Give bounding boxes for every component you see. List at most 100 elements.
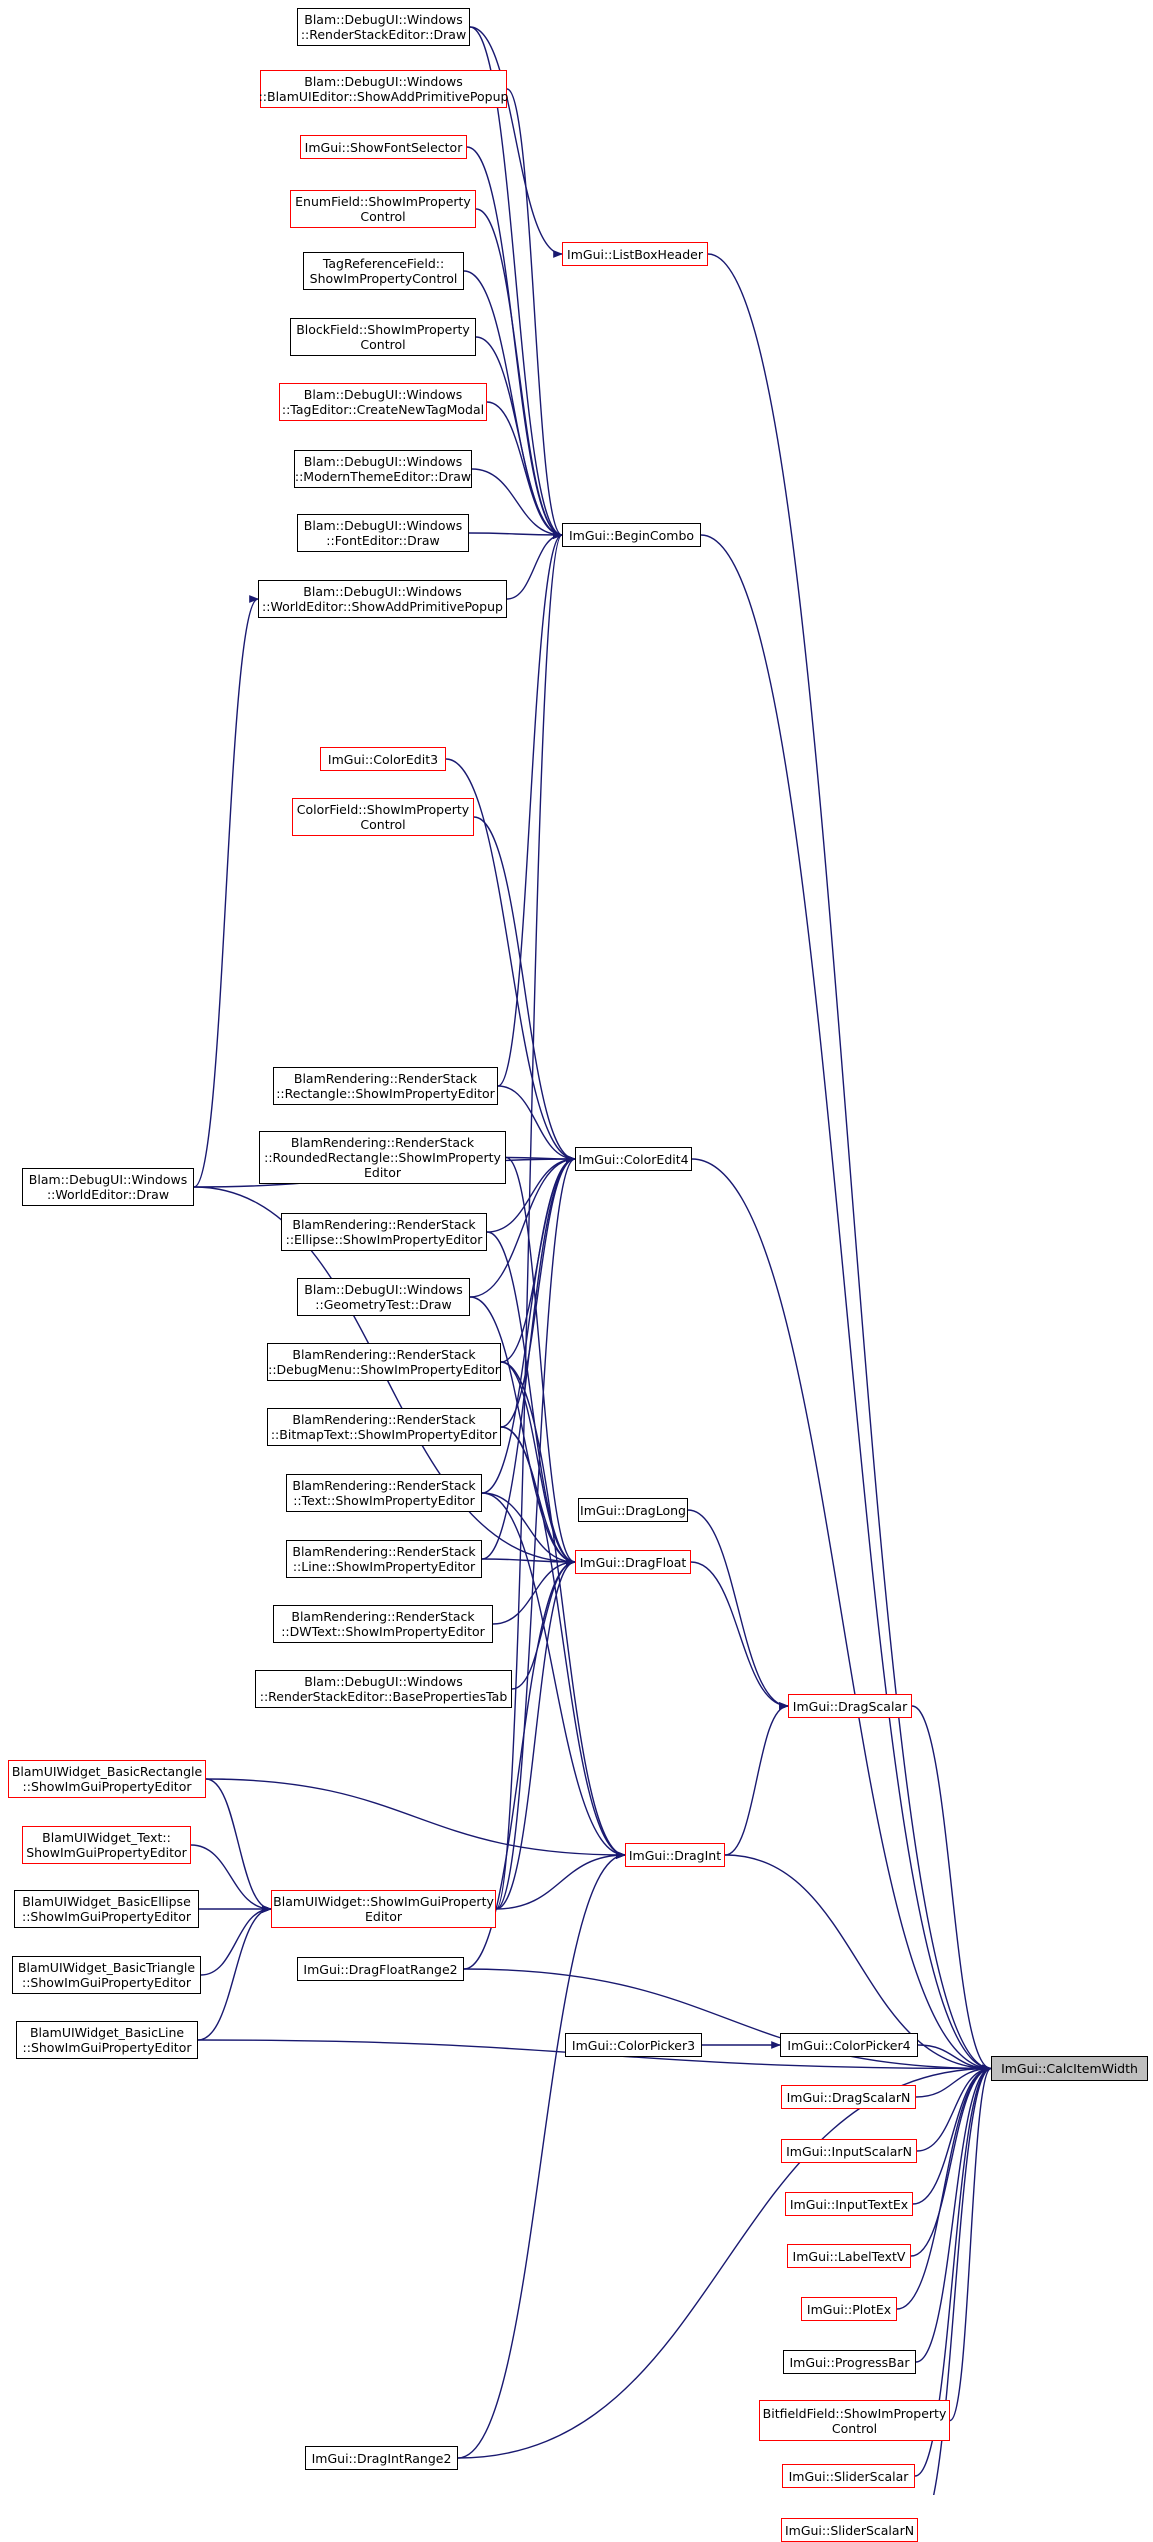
- call-edge: [495, 531, 563, 1910]
- node-widget-basic-line[interactable]: BlamUIWidget_BasicLine ::ShowImGuiProper…: [16, 2021, 198, 2059]
- node-widget-basic-triangle[interactable]: BlamUIWidget_BasicTriangle ::ShowImGuiPr…: [12, 1956, 201, 1994]
- node-drag-int[interactable]: ImGui::DragInt: [625, 1843, 725, 1867]
- node-plot-ex[interactable]: ImGui::PlotEx: [801, 2297, 897, 2321]
- node-widget-show-imgui[interactable]: BlamUIWidget::ShowImGuiProperty Editor: [271, 1890, 496, 1928]
- node-tag-editor-modal[interactable]: Blam::DebugUI::Windows ::TagEditor::Crea…: [279, 383, 487, 421]
- call-edge: [190, 1844, 272, 1913]
- node-color-picker3[interactable]: ImGui::ColorPicker3: [565, 2033, 702, 2057]
- call-edge: [690, 1561, 789, 1710]
- call-edge: [500, 1426, 626, 1859]
- call-edge: [475, 208, 563, 539]
- call-edge: [707, 253, 992, 2073]
- node-widget-text[interactable]: BlamUIWidget_Text:: ShowImGuiPropertyEdi…: [22, 1826, 191, 1864]
- call-edge: [193, 595, 259, 1188]
- call-edge: [205, 1778, 626, 1859]
- node-slider-scalar[interactable]: ImGui::SliderScalar: [782, 2464, 915, 2488]
- node-progress-bar[interactable]: ImGui::ProgressBar: [783, 2350, 916, 2374]
- node-block-field[interactable]: BlockField::ShowImProperty Control: [290, 318, 476, 356]
- node-label-text-v[interactable]: ImGui::LabelTextV: [787, 2244, 911, 2268]
- call-edge: [497, 531, 563, 1087]
- call-edge: [481, 1155, 576, 1494]
- call-edge: [205, 1778, 272, 1913]
- call-edge: [915, 2064, 992, 2363]
- node-rs-line[interactable]: BlamRendering::RenderStack ::Line::ShowI…: [286, 1540, 482, 1578]
- call-edge: [495, 1851, 626, 1910]
- node-color-edit4[interactable]: ImGui::ColorEdit4: [575, 1147, 692, 1171]
- call-edge: [468, 531, 563, 539]
- call-edge: [473, 816, 576, 1163]
- call-edge: [481, 1492, 576, 1566]
- call-edge: [469, 1296, 576, 1566]
- node-list-box-header[interactable]: ImGui::ListBoxHeader: [562, 242, 708, 266]
- node-drag-scalar[interactable]: ImGui::DragScalar: [788, 1694, 912, 1718]
- node-enum-field[interactable]: EnumField::ShowImProperty Control: [290, 190, 476, 228]
- call-edge: [691, 1158, 992, 2073]
- call-edge: [500, 1361, 626, 1859]
- node-geometry-test[interactable]: Blam::DebugUI::Windows ::GeometryTest::D…: [297, 1278, 470, 1316]
- node-drag-scalar-n[interactable]: ImGui::DragScalarN: [781, 2085, 916, 2109]
- call-edge: [471, 468, 563, 539]
- call-edge: [911, 1705, 992, 2073]
- call-edge: [486, 1231, 576, 1566]
- call-edge: [486, 401, 563, 539]
- call-edge: [481, 1492, 626, 1859]
- call-edge: [914, 2064, 992, 2477]
- call-edge: [506, 88, 563, 539]
- call-edge: [916, 2064, 992, 2152]
- node-rs-debug-menu[interactable]: BlamRendering::RenderStack ::DebugMenu::…: [267, 1343, 501, 1381]
- call-edge: [949, 2064, 992, 2422]
- call-edge: [896, 2064, 992, 2310]
- node-world-editor-draw[interactable]: Blam::DebugUI::Windows ::WorldEditor::Dr…: [22, 1168, 194, 1206]
- call-edge: [200, 1905, 272, 1976]
- call-edge: [500, 1361, 576, 1566]
- call-edge: [463, 1558, 576, 1970]
- call-edge: [469, 26, 563, 539]
- call-edge: [700, 534, 992, 2073]
- node-drag-int-range2[interactable]: ImGui::DragIntRange2: [305, 2446, 458, 2470]
- node-rs-ellipse[interactable]: BlamRendering::RenderStack ::Ellipse::Sh…: [281, 1213, 487, 1251]
- node-bitfield-field[interactable]: BitfieldField::ShowImProperty Control: [759, 2400, 950, 2441]
- call-edge: [495, 1558, 576, 1910]
- call-edge: [469, 26, 563, 258]
- call-edge: [500, 1155, 576, 1428]
- call-edge: [687, 1509, 789, 1710]
- node-rs-rounded-rectangle[interactable]: BlamRendering::RenderStack ::RoundedRect…: [259, 1131, 506, 1184]
- node-font-editor[interactable]: Blam::DebugUI::Windows ::FontEditor::Dra…: [297, 514, 469, 552]
- node-drag-float[interactable]: ImGui::DragFloat: [575, 1550, 691, 1574]
- node-rs-rectangle[interactable]: BlamRendering::RenderStack ::Rectangle::…: [273, 1067, 498, 1105]
- call-edge: [469, 1155, 576, 1298]
- node-input-scalar-n[interactable]: ImGui::InputScalarN: [781, 2139, 917, 2163]
- call-edge: [197, 1905, 272, 2041]
- call-edge: [457, 1851, 626, 2459]
- node-widget-basic-ellipse[interactable]: BlamUIWidget_BasicEllipse ::ShowImGuiPro…: [14, 1890, 199, 1928]
- node-rs-text[interactable]: BlamRendering::RenderStack ::Text::ShowI…: [286, 1474, 482, 1512]
- call-edge: [932, 2064, 992, 2495]
- call-edge: [724, 1702, 789, 1856]
- node-rs-editor-base-properties[interactable]: Blam::DebugUI::Windows ::RenderStackEdit…: [255, 1670, 512, 1708]
- node-show-font-selector[interactable]: ImGui::ShowFontSelector: [300, 135, 467, 159]
- node-world-editor-popup[interactable]: Blam::DebugUI::Windows ::WorldEditor::Sh…: [258, 580, 507, 618]
- node-input-text-ex[interactable]: ImGui::InputTextEx: [785, 2192, 913, 2216]
- node-calc-item-width[interactable]: ImGui::CalcItemWidth: [991, 2056, 1148, 2081]
- node-color-field[interactable]: ColorField::ShowImProperty Control: [292, 798, 474, 836]
- node-rs-bitmap-text[interactable]: BlamRendering::RenderStack ::BitmapText:…: [267, 1408, 501, 1446]
- node-widget-basic-rectangle[interactable]: BlamUIWidget_BasicRectangle ::ShowImGuiP…: [8, 1760, 206, 1798]
- node-rs-dwtext[interactable]: BlamRendering::RenderStack ::DWText::Sho…: [273, 1605, 493, 1643]
- node-tag-reference-field[interactable]: TagReferenceField:: ShowImPropertyContro…: [303, 252, 464, 290]
- call-edge: [463, 1968, 992, 2073]
- node-color-picker4[interactable]: ImGui::ColorPicker4: [780, 2033, 918, 2057]
- node-blam-ui-editor-popup[interactable]: Blam::DebugUI::Windows ::BlamUIEditor::S…: [259, 70, 508, 108]
- call-edge: [445, 758, 576, 1163]
- node-slider-scalar-n[interactable]: ImGui::SliderScalarN: [781, 2518, 918, 2542]
- call-edge: [915, 2064, 992, 2098]
- node-begin-combo[interactable]: ImGui::BeginCombo: [562, 523, 701, 547]
- node-drag-long[interactable]: ImGui::DragLong: [578, 1498, 688, 1522]
- call-edge: [505, 1156, 576, 1566]
- call-edge: [492, 1558, 576, 1625]
- call-edge: [495, 1155, 576, 1910]
- node-render-stack-editor-draw[interactable]: Blam::DebugUI::Windows ::RenderStackEdit…: [297, 8, 470, 46]
- node-color-edit3[interactable]: ImGui::ColorEdit3: [320, 747, 446, 771]
- node-drag-float-range2[interactable]: ImGui::DragFloatRange2: [297, 1957, 464, 1981]
- node-modern-theme-editor[interactable]: Blam::DebugUI::Windows ::ModernThemeEdit…: [294, 450, 472, 488]
